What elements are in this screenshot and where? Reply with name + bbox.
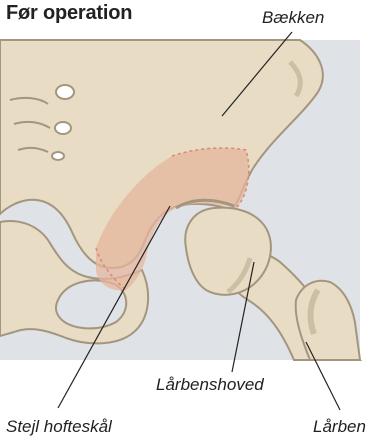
diagram-title: Før operation — [6, 2, 132, 25]
label-femoral-head: Lårbenshoved — [156, 375, 264, 395]
label-steep-socket: Stejl hofteskål — [6, 417, 112, 437]
label-femur: Lårben — [313, 417, 366, 437]
pelvis-hole-3 — [52, 152, 64, 160]
label-pelvis: Bækken — [262, 8, 324, 28]
pelvis-hole-1 — [56, 85, 74, 99]
pelvis-hole-2 — [55, 122, 71, 134]
